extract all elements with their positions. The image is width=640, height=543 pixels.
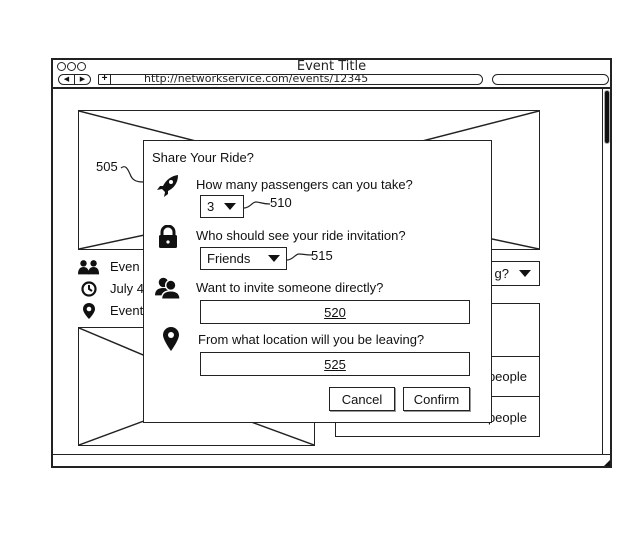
- list-item-text: people: [487, 409, 527, 425]
- departure-location-input[interactable]: 525: [200, 352, 470, 376]
- location-pin-icon: [158, 326, 184, 352]
- departure-question-label: From what location will you be leaving?: [198, 332, 425, 347]
- plus-icon: +: [101, 73, 108, 84]
- back-button[interactable]: ◀: [59, 75, 75, 84]
- cancel-button[interactable]: Cancel: [329, 387, 395, 411]
- callout-label: 505: [96, 159, 118, 174]
- event-date-row: July 4,: [78, 281, 148, 297]
- passengers-select-value: 3: [207, 199, 215, 214]
- search-input[interactable]: [492, 74, 609, 85]
- event-attendees-text: Even: [110, 259, 140, 274]
- passengers-select[interactable]: 3: [200, 195, 244, 218]
- callout-leader-line: [120, 166, 144, 183]
- clock-icon: [78, 281, 100, 297]
- address-bar[interactable]: + http://networkservice.com/events/12345: [98, 72, 483, 85]
- chevron-down-icon: [519, 270, 531, 277]
- forward-arrow-icon: ▶: [79, 76, 86, 83]
- close-window-button[interactable]: [57, 62, 66, 71]
- chevron-down-icon: [224, 203, 237, 210]
- share-ride-dialog: Share Your Ride? How many passengers can…: [143, 140, 492, 423]
- nav-buttons: ◀ ▶: [58, 74, 91, 85]
- rsvp-select-text: g?: [494, 265, 509, 281]
- departure-location-input-value: 525: [324, 356, 346, 372]
- invite-input[interactable]: 520: [200, 300, 470, 324]
- rocket-icon: [155, 173, 181, 199]
- people-icon: [155, 275, 181, 301]
- window-controls: [57, 62, 87, 74]
- event-location-text: Event: [110, 303, 144, 318]
- vertical-scrollbar[interactable]: [602, 89, 610, 454]
- visibility-question-label: Who should see your ride invitation?: [196, 228, 406, 243]
- callout-label-510: 510: [270, 195, 292, 210]
- back-arrow-icon: ◀: [63, 76, 70, 83]
- event-location-row: Event: [78, 303, 143, 319]
- zoom-window-button[interactable]: [77, 62, 86, 71]
- callout-leader-line: [286, 253, 313, 261]
- callout-label-515: 515: [311, 248, 333, 263]
- url-text[interactable]: http://networkservice.com/events/12345: [144, 72, 369, 85]
- window-title: Event Title: [296, 59, 367, 74]
- dialog-title: Share Your Ride?: [152, 150, 254, 165]
- minimize-window-button[interactable]: [67, 62, 76, 71]
- chevron-down-icon: [268, 255, 281, 262]
- resize-handle-icon[interactable]: [604, 460, 610, 466]
- location-pin-icon: [78, 303, 100, 319]
- visibility-select-value: Friends: [207, 251, 251, 266]
- group-icon: [78, 259, 100, 275]
- invite-question-label: Want to invite someone directly?: [196, 280, 384, 295]
- toolbar-divider: [53, 87, 610, 89]
- event-attendees-row: Even: [78, 259, 140, 275]
- confirm-button[interactable]: Confirm: [403, 387, 470, 411]
- new-tab-button[interactable]: +: [99, 73, 111, 84]
- visibility-select[interactable]: Friends: [200, 247, 287, 270]
- callout-leader-line: [243, 201, 271, 209]
- passengers-question-label: How many passengers can you take?: [196, 177, 413, 192]
- invite-input-value: 520: [324, 304, 346, 320]
- scrollbar-thumb[interactable]: [605, 91, 609, 143]
- list-item-text: people: [487, 369, 527, 384]
- lock-icon: [155, 224, 181, 250]
- status-bar-divider: [53, 454, 610, 455]
- event-date-text: July 4,: [110, 281, 148, 296]
- forward-button[interactable]: ▶: [75, 75, 90, 84]
